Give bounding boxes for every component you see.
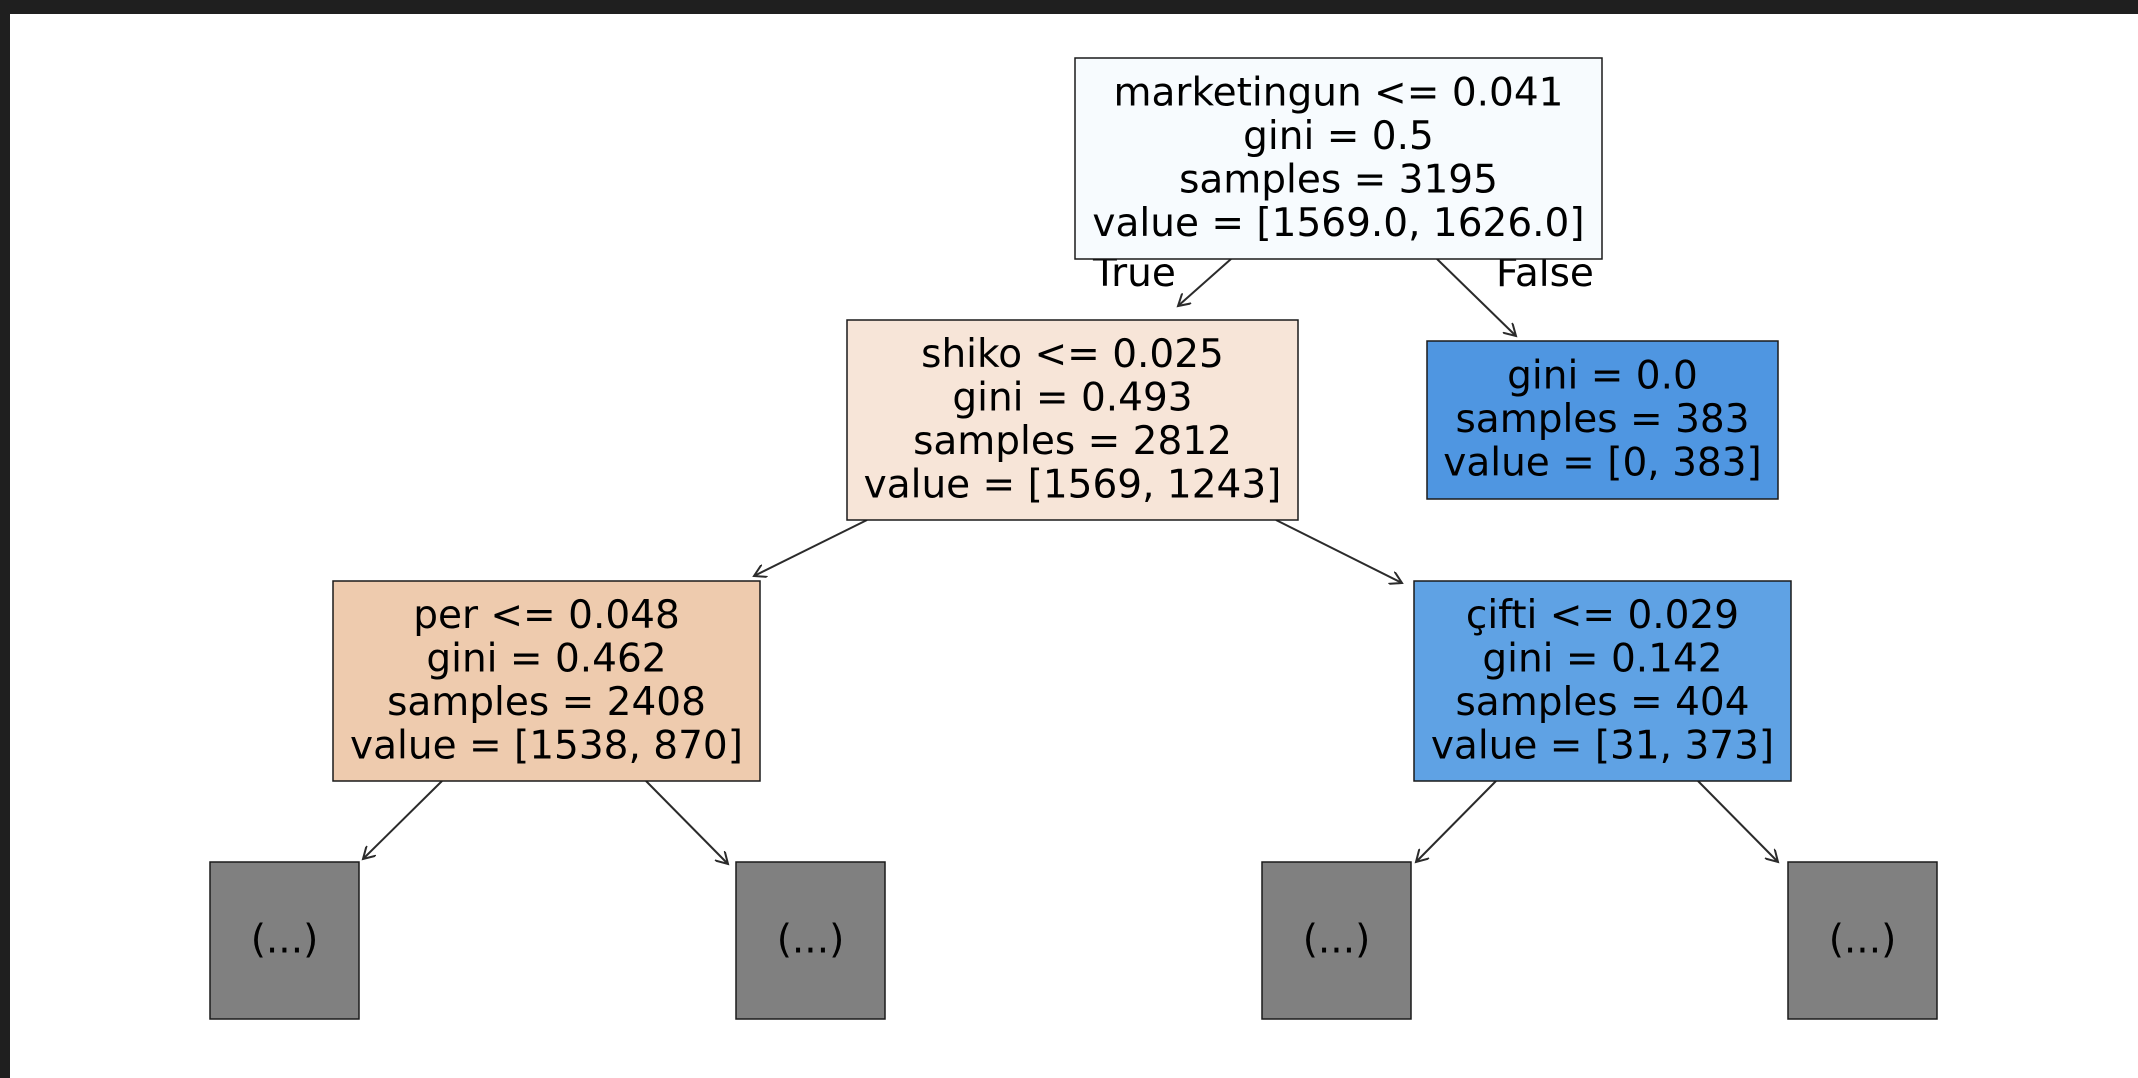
edge-n1-n3 [754, 519, 868, 576]
tree-node-n6: (...) [735, 861, 886, 1020]
node-box [735, 861, 886, 1020]
node-text-line: samples = 404 [1455, 680, 1749, 725]
node-text-line: samples = 2408 [387, 680, 706, 725]
node-text-line: gini = 0.142 [1482, 636, 1722, 681]
node-box [846, 319, 1299, 521]
node-text-line: value = [1569.0, 1626.0] [1092, 201, 1584, 246]
edge-n0-n1 [1178, 258, 1232, 306]
node-text-line: çifti <= 0.029 [1466, 593, 1739, 638]
node-text-line: gini = 0.493 [952, 375, 1192, 420]
node-text-line: value = [0, 383] [1443, 441, 1761, 486]
node-text-line: value = [31, 373] [1431, 723, 1774, 768]
node-box [1426, 340, 1779, 500]
edge-n4-n8 [1697, 780, 1778, 862]
node-text-line: value = [1538, 870] [350, 723, 743, 768]
node-box [1787, 861, 1938, 1020]
edge-n3-n6 [645, 780, 728, 864]
node-text-line: samples = 2812 [913, 419, 1232, 464]
node-box [1413, 580, 1792, 782]
edge-n3-n5 [363, 780, 443, 859]
node-text-line: (...) [777, 918, 845, 963]
node-box [1074, 57, 1603, 260]
node-text-line: value = [1569, 1243] [864, 462, 1282, 507]
node-text-line: (...) [1303, 918, 1371, 963]
node-text-line: samples = 3195 [1179, 157, 1498, 202]
node-text-line: marketingun <= 0.041 [1114, 70, 1564, 115]
node-box [209, 861, 360, 1020]
node-text-line: shiko <= 0.025 [921, 332, 1224, 377]
edge-n4-n7 [1416, 780, 1497, 862]
node-text-line: gini = 0.0 [1507, 354, 1698, 399]
node-text-line: (...) [1829, 918, 1897, 963]
node-box [1261, 861, 1412, 1020]
node-text-line: (...) [251, 918, 319, 963]
edge-n0-n2 [1436, 258, 1516, 336]
edge-n1-n4 [1275, 519, 1402, 583]
node-text-line: gini = 0.462 [426, 636, 666, 681]
node-text-line: samples = 383 [1455, 397, 1749, 442]
tree-node-n7: (...) [1261, 861, 1412, 1020]
node-box [332, 580, 761, 782]
node-text-line: per <= 0.048 [413, 593, 680, 638]
tree-node-n5: (...) [209, 861, 360, 1020]
tree-node-n8: (...) [1787, 861, 1938, 1020]
node-text-line: gini = 0.5 [1243, 114, 1434, 159]
